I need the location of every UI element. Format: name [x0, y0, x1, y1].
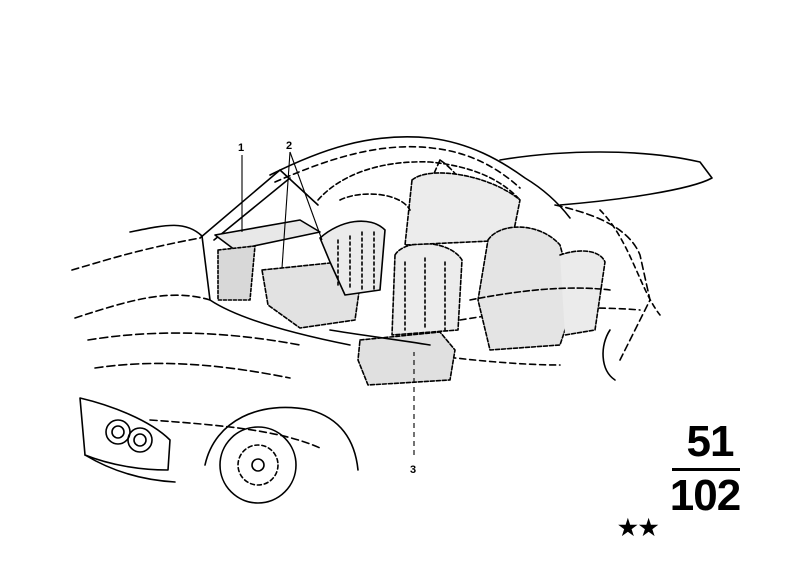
front-carpet [214, 219, 321, 301]
callout-3: 3 [410, 464, 416, 476]
callout-1: 1 [238, 142, 244, 154]
callout-2: 2 [286, 140, 292, 152]
leader-line-2a [281, 151, 291, 269]
headlight-left [105, 419, 131, 445]
front-seat [261, 220, 386, 329]
windshield-frame [199, 169, 319, 241]
roof-outline [269, 136, 571, 219]
front-wheel-arch [204, 406, 359, 471]
page-number: 102 [669, 471, 741, 520]
rear-seat [339, 172, 606, 351]
front-end [79, 397, 171, 471]
leader-line-2b [289, 151, 323, 241]
headlight-right [127, 427, 153, 453]
page-ref-divider [672, 468, 740, 471]
body-outline [129, 224, 351, 346]
front-wheel [219, 426, 297, 504]
star-icon: ★★ [618, 515, 660, 540]
group-number: 51 [686, 417, 735, 466]
